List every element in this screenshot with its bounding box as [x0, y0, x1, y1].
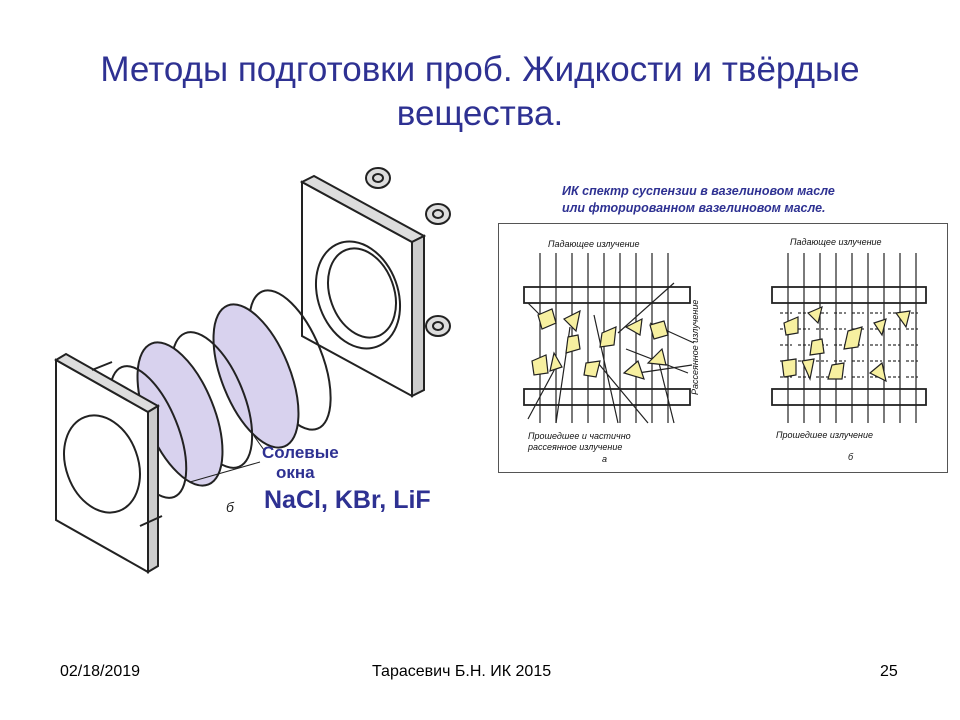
left-crystal-6: [599, 326, 617, 348]
right-crystal-5: [873, 318, 887, 337]
transmitted-label-left-2: рассеянное излучение: [527, 442, 622, 452]
footer-author: Тарасевич Б.Н. ИК 2015: [372, 663, 552, 680]
left-crystal-5: [583, 360, 601, 378]
exploded-cell-drawing: б: [54, 167, 451, 574]
transmitted-label-left-1: Прошедшее и частично: [528, 431, 631, 441]
right-crystal-9: [827, 362, 845, 380]
salt-window-1: [212, 303, 300, 449]
salt-materials: NaCl, KBr, LiF: [264, 486, 431, 514]
right-crystal-6: [894, 310, 911, 329]
nut-middle: [425, 203, 451, 225]
right-crystal-4: [843, 326, 863, 350]
panel-label-a: а: [602, 454, 607, 464]
slide-title-line1: Методы подготовки проб. Жидкости и твёрд…: [100, 50, 860, 89]
left-crystal-1: [537, 308, 557, 330]
left-crystal-8: [649, 320, 669, 340]
left-crystal-11: [549, 351, 563, 372]
salt-windows-label-line2: окна: [276, 463, 315, 482]
bolt-2: [139, 515, 163, 527]
cell-figure-label: б: [226, 499, 235, 515]
left-top-plate: [523, 286, 691, 304]
leader-line-2: [189, 461, 261, 483]
suspension-caption-line2: или фторированном вазелиновом масле.: [562, 201, 826, 215]
salt-windows-label: Солевые окна: [262, 443, 339, 483]
right-crystal-7: [781, 358, 797, 378]
right-crystal-2: [806, 305, 823, 325]
nut-bottom: [425, 315, 451, 337]
right-crystal-1: [783, 316, 799, 336]
nut-top: [365, 167, 391, 189]
left-crystal-10: [622, 359, 645, 380]
scattering-diagram: Падающее излучение Падающее излучение Пр…: [498, 223, 948, 473]
scattered-label: Рассеянное излучение: [690, 300, 700, 395]
bolt-1: [91, 361, 113, 371]
salt-windows-label-line1: Солевые: [262, 443, 339, 462]
front-plate: [54, 352, 160, 574]
left-crystal-9: [646, 347, 667, 366]
slide-title: Методы подготовки проб. Жидкости и твёрд…: [40, 48, 920, 136]
panel-label-b: б: [848, 452, 854, 462]
left-crystal-3: [531, 354, 549, 376]
incident-label-right: Падающее излучение: [790, 237, 882, 247]
leader-line-1: [253, 435, 265, 451]
slide-title-line2: вещества.: [396, 94, 564, 133]
right-crystal-8: [801, 358, 815, 381]
right-top-plate: [771, 286, 927, 304]
left-crystal-4: [565, 334, 581, 354]
right-bottom-plate: [771, 388, 927, 406]
left-crystal-2: [562, 309, 581, 333]
incident-label-left: Падающее излучение: [548, 239, 640, 249]
suspension-caption: ИК спектр суспензии в вазелиновом масле …: [562, 183, 835, 217]
footer-date: 02/18/2019: [60, 663, 141, 680]
left-crystal-7: [624, 317, 643, 336]
left-bottom-plate: [523, 388, 691, 406]
back-plate: [299, 174, 427, 398]
transmitted-label-right: Прошедшее излучение: [776, 430, 873, 440]
suspension-caption-line1: ИК спектр суспензии в вазелиновом масле: [562, 184, 835, 198]
footer-page-number: 25: [880, 663, 898, 680]
right-crystal-3: [809, 338, 825, 356]
right-crystal-10: [868, 361, 887, 383]
